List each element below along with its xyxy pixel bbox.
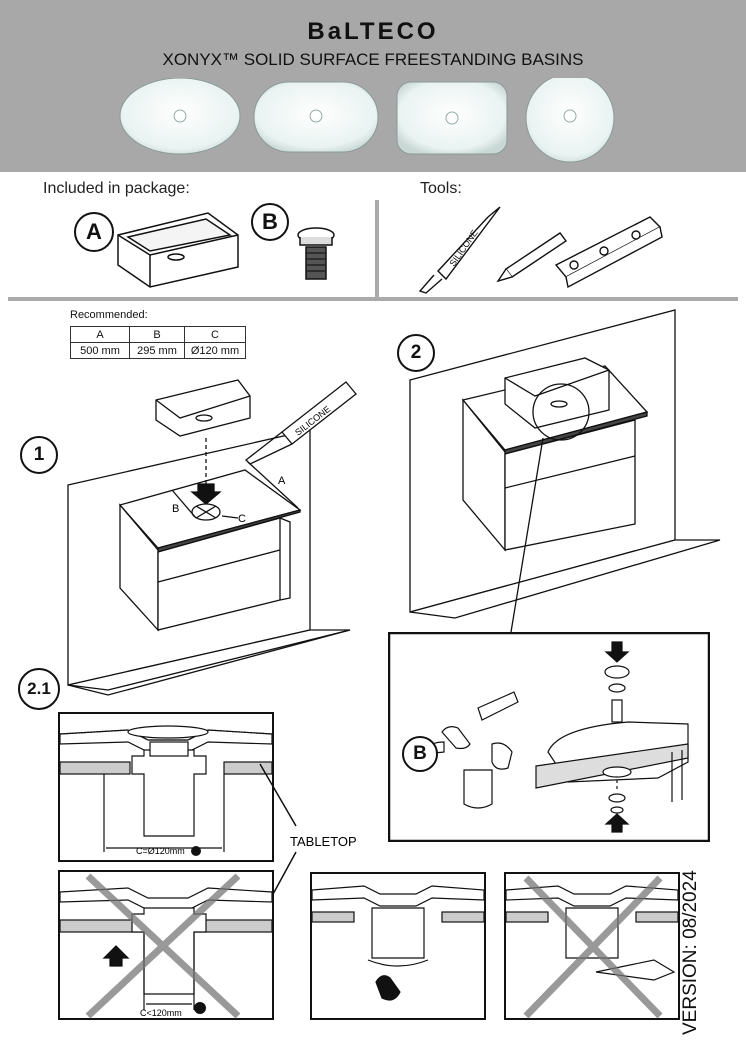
hand-tighten-panel <box>310 872 486 1020</box>
table-cell: 295 mm <box>129 342 185 359</box>
basin-a-icon <box>117 212 239 288</box>
pencil-icon <box>496 232 568 283</box>
incorrect-x-mark <box>85 873 241 1019</box>
table-header-row: A B C <box>70 326 246 343</box>
recommended-label: Recommended: <box>70 309 148 321</box>
table-cell: 500 mm <box>70 342 130 359</box>
package-tools-illustration: SILICONE <box>8 200 738 301</box>
oval-basin-icon <box>119 78 241 155</box>
tools-label: Tools: <box>420 180 462 197</box>
version-label: VERSION: 08/2024 <box>680 870 701 1035</box>
table-row: 500 mm 295 mm Ø120 mm <box>70 342 246 359</box>
silicone-tube-label: SILICONE <box>447 228 479 268</box>
step-2-1-badge: 2.1 <box>18 668 60 710</box>
correct-installation-panel: C=Ø120mm <box>58 712 274 862</box>
dim-bad-label: C<120mm <box>140 1008 182 1018</box>
table-header-cell: C <box>184 326 246 343</box>
package-label: Included in package: <box>43 180 190 197</box>
drain-assembly-detail <box>388 632 710 842</box>
item-b-badge: B <box>251 203 289 241</box>
capsule-basin-icon <box>253 81 379 153</box>
step-1-illustration: A B C SILICONE <box>67 379 357 696</box>
tabletop-label: TABLETOP <box>290 834 357 849</box>
table-header-cell: A <box>70 326 130 343</box>
brand-logo: BaLTECO <box>307 18 439 45</box>
table-header-cell: B <box>129 326 185 343</box>
dim-c-label: C <box>238 513 246 525</box>
item-a-badge: A <box>74 212 114 252</box>
recommended-dimensions-table: A B C 500 mm 295 mm Ø120 mm <box>70 326 246 359</box>
document-title: XONYX™ SOLID SURFACE FREESTANDING BASINS <box>162 50 584 69</box>
step-1-badge: 1 <box>20 436 58 474</box>
rectangular-basin-icon <box>396 81 508 155</box>
dim-a-label: A <box>278 475 286 487</box>
header-banner <box>0 0 746 172</box>
step-2-illustration <box>409 309 721 633</box>
incorrect-installation-panel: C<120mm <box>58 870 274 1020</box>
detail-b-badge: B <box>402 736 438 772</box>
basin-models-illustration <box>119 78 615 163</box>
dim-ok-label: C=Ø120mm <box>136 846 185 856</box>
drain-b-icon <box>297 227 335 280</box>
round-basin-icon <box>525 78 615 163</box>
dim-b-label: B <box>172 503 179 515</box>
wrench-prohibited-panel <box>504 872 680 1020</box>
table-cell: Ø120 mm <box>184 342 246 359</box>
silicone-tube-icon: SILICONE <box>418 206 501 294</box>
prohibited-x-mark <box>523 875 663 1019</box>
spirit-level-icon <box>554 216 663 289</box>
step-2-badge: 2 <box>397 334 435 372</box>
